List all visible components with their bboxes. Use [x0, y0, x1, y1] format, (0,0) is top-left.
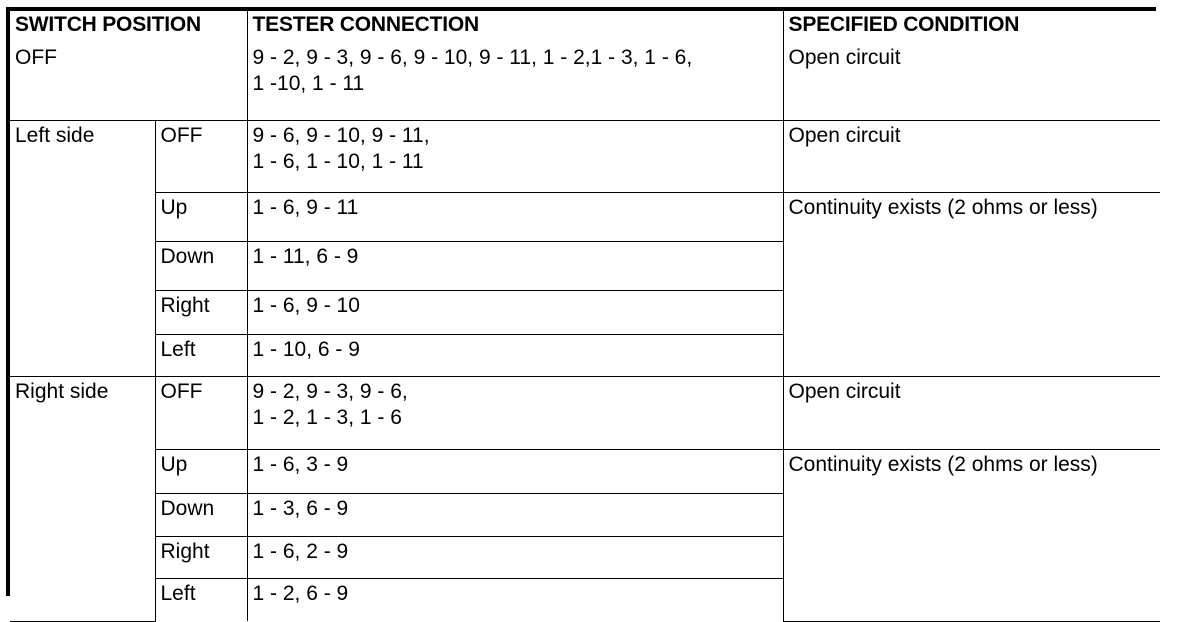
sub-position-value: Left — [155, 333, 248, 377]
tester-connection-value: 1 - 3, 6 - 9 — [246, 492, 784, 537]
tester-connection-value: 1 - 6, 3 - 9 — [246, 448, 784, 494]
sub-position-value: Down — [155, 492, 248, 537]
tester-connection-value: 1 - 2, 6 - 9 — [246, 577, 784, 621]
table-row: Up 1 - 6, 9 - 11 Continuity exists (2 oh… — [10, 191, 1161, 377]
header-row: SWITCH POSITION TESTER CONNECTION SPECIF… — [10, 11, 1161, 43]
specified-condition-value: Continuity exists (2 ohms or less) — [782, 191, 1161, 377]
page: SWITCH POSITION TESTER CONNECTION SPECIF… — [6, 7, 1161, 622]
specified-condition-value: Open circuit — [782, 43, 1161, 121]
sub-position-value: OFF — [154, 375, 248, 450]
table-row: Down 1 - 11, 6 - 9 — [10, 240, 1160, 291]
table-row: Right side OFF 9 - 2, 9 - 3, 9 - 6, 1 - … — [10, 375, 1161, 622]
column-header-specified-condition: SPECIFIED CONDITION — [782, 11, 1161, 43]
spec-table-frame: SWITCH POSITION TESTER CONNECTION SPECIF… — [6, 7, 1161, 622]
table-row: Left 1 - 10, 6 - 9 — [10, 333, 1160, 377]
table-row: Up 1 - 6, 3 - 9 Continuity exists (2 ohm… — [10, 448, 1161, 622]
switch-continuity-table: SWITCH POSITION TESTER CONNECTION SPECIF… — [10, 11, 1161, 622]
tester-connection-value: 1 - 6, 2 - 9 — [246, 535, 784, 579]
sub-position-value: Up — [155, 448, 248, 494]
table-row: Left side OFF 9 - 6, 9 - 10, 9 - 11, 1 -… — [10, 119, 1161, 377]
table-row: OFF 9 - 2, 9 - 3, 9 - 6, 9 - 10, 9 - 11,… — [10, 43, 1161, 121]
table-head: SWITCH POSITION TESTER CONNECTION SPECIF… — [10, 11, 1161, 43]
column-header-switch-position: SWITCH POSITION — [10, 11, 248, 43]
sub-position-value: Down — [155, 240, 248, 291]
specified-condition-value: Continuity exists (2 ohms or less) — [782, 448, 1161, 622]
specified-condition-value: Open circuit — [782, 119, 1161, 193]
tester-connection-value: 9 - 6, 9 - 10, 9 - 11, 1 - 6, 1 - 10, 1 … — [246, 119, 784, 193]
sub-position-value: Right — [155, 289, 248, 335]
table-row: Right 1 - 6, 2 - 9 — [10, 535, 1160, 579]
sub-position-value: OFF — [154, 119, 248, 193]
switch-position-right-side: Right side — [10, 375, 156, 622]
tester-connection-value: 1 - 6, 9 - 11 — [246, 191, 784, 242]
sub-position-value: Right — [155, 535, 248, 579]
switch-position-off: OFF — [10, 43, 248, 121]
tester-connection-value: 9 - 2, 9 - 3, 9 - 6, 1 - 2, 1 - 3, 1 - 6 — [246, 375, 784, 450]
specified-condition-value: Open circuit — [782, 375, 1161, 450]
table-body: OFF 9 - 2, 9 - 3, 9 - 6, 9 - 10, 9 - 11,… — [10, 43, 1161, 622]
tester-connection-value: 1 - 11, 6 - 9 — [246, 240, 784, 291]
table-row: Down 1 - 3, 6 - 9 — [10, 492, 1160, 537]
switch-position-left-side: Left side — [10, 119, 156, 377]
tester-connection-value: 9 - 2, 9 - 3, 9 - 6, 9 - 10, 9 - 11, 1 -… — [246, 43, 784, 121]
tester-connection-value: 1 - 6, 9 - 10 — [246, 289, 784, 335]
column-header-tester-connection: TESTER CONNECTION — [246, 11, 784, 43]
sub-position-value: Left — [155, 577, 248, 621]
sub-position-value: Up — [155, 191, 248, 242]
tester-connection-value: 1 - 10, 6 - 9 — [246, 333, 784, 377]
